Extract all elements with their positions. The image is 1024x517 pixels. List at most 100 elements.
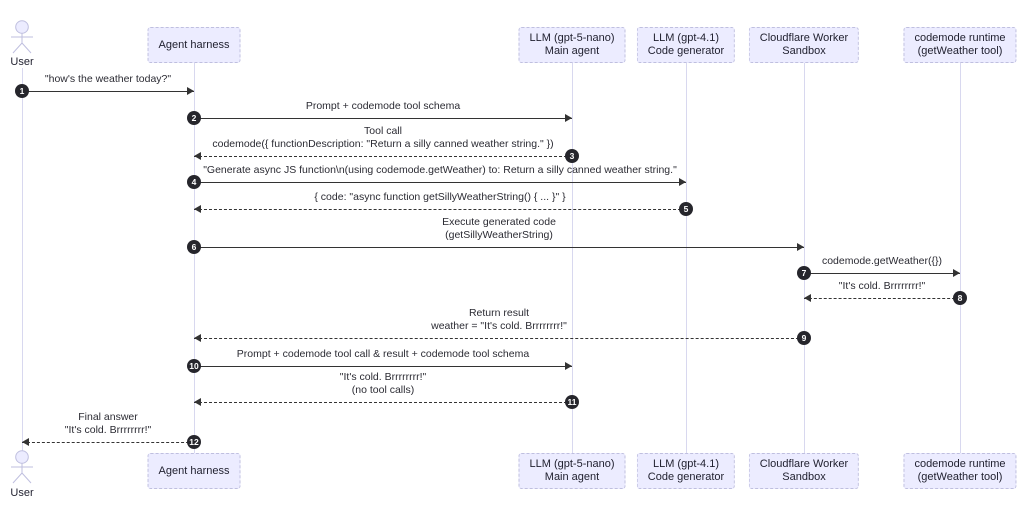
participant-label-line1: codemode runtime bbox=[914, 32, 1006, 44]
message-9-number-badge: 9 bbox=[797, 331, 811, 345]
participant-label-line1: codemode runtime bbox=[914, 458, 1006, 470]
lifeline-llm-code-generator bbox=[686, 63, 687, 453]
message-9-arrowhead bbox=[194, 334, 201, 342]
participant-label: Agent harness bbox=[158, 464, 230, 477]
participant-label-line1: LLM (gpt-4.1) bbox=[652, 458, 720, 470]
participant-codemode-runtime-top: codemode runtime (getWeather tool) bbox=[903, 27, 1017, 63]
message-7-arrow-line bbox=[804, 273, 960, 274]
participant-label-line1: LLM (gpt-4.1) bbox=[652, 32, 720, 44]
participant-cloudflare-worker-bottom: Cloudflare Worker Sandbox bbox=[748, 453, 860, 489]
message-6-arrowhead bbox=[797, 243, 804, 251]
message-7-label: codemode.getWeather({}) bbox=[822, 255, 942, 268]
participant-llm-code-generator-top: LLM (gpt-4.1) Code generator bbox=[636, 27, 736, 63]
message-7-label-line1: codemode.getWeather({}) bbox=[821, 255, 943, 267]
participant-agent-harness-bottom: Agent harness bbox=[147, 453, 241, 489]
actor-label-user-top: User bbox=[10, 56, 34, 68]
message-6-number-badge: 6 bbox=[187, 240, 201, 254]
message-8-arrowhead bbox=[804, 294, 811, 302]
message-6-label: Execute generated code (getSillyWeatherS… bbox=[442, 216, 556, 241]
message-12-arrow-line bbox=[22, 442, 194, 443]
message-5-label: { code: "async function getSillyWeatherS… bbox=[314, 191, 565, 204]
message-8-number-badge: 8 bbox=[953, 291, 967, 305]
participant-label-line2: (getWeather tool) bbox=[917, 471, 1003, 483]
participant-label-line2: Sandbox bbox=[782, 471, 826, 483]
message-12-number-badge: 12 bbox=[187, 435, 201, 449]
message-3-number-badge: 3 bbox=[565, 149, 579, 163]
message-3-arrow-line bbox=[194, 156, 572, 157]
participant-codemode-runtime-bottom: codemode runtime (getWeather tool) bbox=[903, 453, 1017, 489]
message-7-arrowhead bbox=[953, 269, 960, 277]
message-2-arrow-line bbox=[194, 118, 572, 119]
participant-llm-code-generator-bottom: LLM (gpt-4.1) Code generator bbox=[636, 453, 736, 489]
message-3-label-line1: Tool call bbox=[364, 125, 402, 137]
participant-llm-main-agent-top: LLM (gpt-5-nano) Main agent bbox=[518, 27, 626, 63]
message-9-label: Return result weather = "It's cold. Brrr… bbox=[431, 307, 567, 332]
message-2-arrowhead bbox=[565, 114, 572, 122]
message-4-arrowhead bbox=[679, 178, 686, 186]
message-11-arrow-line bbox=[194, 402, 572, 403]
participant-label-line2: Code generator bbox=[647, 45, 725, 57]
message-5-arrow-line bbox=[194, 209, 686, 210]
participant-label-line1: LLM (gpt-5-nano) bbox=[529, 32, 615, 44]
lifeline-user bbox=[22, 68, 23, 452]
participant-agent-harness-top: Agent harness bbox=[147, 27, 241, 63]
message-11-arrowhead bbox=[194, 398, 201, 406]
message-8-arrow-line bbox=[804, 298, 960, 299]
lifeline-cloudflare-worker bbox=[804, 63, 805, 453]
message-11-label-line1: "It's cold. Brrrrrrrr!" bbox=[339, 371, 427, 383]
message-11-label-line2: (no tool calls) bbox=[351, 383, 415, 396]
message-3-label: Tool call codemode({ functionDescription… bbox=[212, 125, 553, 150]
message-2-label-line1: Prompt + codemode tool schema bbox=[305, 100, 461, 112]
message-10-arrow-line bbox=[194, 366, 572, 367]
message-5-number-badge: 5 bbox=[679, 202, 693, 216]
message-4-label-line1: "Generate async JS function\n(using code… bbox=[203, 164, 677, 176]
participant-llm-main-agent-bottom: LLM (gpt-5-nano) Main agent bbox=[518, 453, 626, 489]
participant-label-line1: LLM (gpt-5-nano) bbox=[529, 458, 615, 470]
participant-cloudflare-worker-top: Cloudflare Worker Sandbox bbox=[748, 27, 860, 63]
message-10-arrowhead bbox=[565, 362, 572, 370]
lifeline-llm-main-agent bbox=[572, 63, 573, 453]
user-actor-icon bbox=[11, 20, 33, 54]
message-9-arrow-line bbox=[194, 338, 804, 339]
participant-label-line2: Sandbox bbox=[782, 45, 826, 57]
participant-label: Agent harness bbox=[158, 38, 230, 51]
message-4-number-badge: 4 bbox=[187, 175, 201, 189]
participant-label-line1: Cloudflare Worker bbox=[759, 458, 849, 470]
participant-label-line2: (getWeather tool) bbox=[917, 45, 1003, 57]
message-12-label: Final answer "It's cold. Brrrrrrrr!" bbox=[65, 411, 151, 436]
message-2-number-badge: 2 bbox=[187, 111, 201, 125]
participant-label-line2: Code generator bbox=[647, 471, 725, 483]
message-8-label-line1: "It's cold. Brrrrrrrr!" bbox=[838, 280, 926, 292]
message-12-arrowhead bbox=[22, 438, 29, 446]
message-6-label-line1: Execute generated code bbox=[442, 216, 556, 228]
message-5-label-line1: { code: "async function getSillyWeatherS… bbox=[314, 191, 566, 203]
message-3-label-line2: codemode({ functionDescription: "Return … bbox=[212, 137, 554, 150]
message-5-arrowhead bbox=[194, 205, 201, 213]
message-11-number-badge: 11 bbox=[565, 395, 579, 409]
message-2-label: Prompt + codemode tool schema bbox=[306, 100, 460, 113]
message-1-label: "how's the weather today?" bbox=[45, 73, 171, 86]
message-1-label-line1: "how's the weather today?" bbox=[44, 73, 172, 85]
message-10-label: Prompt + codemode tool call & result + c… bbox=[237, 348, 529, 361]
message-3-arrowhead bbox=[194, 152, 201, 160]
lifeline-agent-harness bbox=[194, 63, 195, 453]
message-8-label: "It's cold. Brrrrrrrr!" bbox=[839, 280, 925, 293]
message-10-number-badge: 10 bbox=[187, 359, 201, 373]
participant-label-line2: Main agent bbox=[544, 471, 600, 483]
message-7-number-badge: 7 bbox=[797, 266, 811, 280]
message-10-label-line1: Prompt + codemode tool call & result + c… bbox=[236, 348, 530, 360]
message-4-label: "Generate async JS function\n(using code… bbox=[203, 164, 677, 177]
message-12-label-line1: Final answer bbox=[78, 411, 138, 423]
message-11-label: "It's cold. Brrrrrrrr!" (no tool calls) bbox=[340, 371, 426, 396]
message-9-label-line2: weather = "It's cold. Brrrrrrrr!" bbox=[431, 319, 567, 332]
user-actor-icon-bottom bbox=[11, 450, 33, 484]
participant-label-line2: Main agent bbox=[544, 45, 600, 57]
message-6-label-line2: (getSillyWeatherString) bbox=[445, 228, 553, 241]
actor-label-user-bottom: User bbox=[10, 487, 34, 499]
message-1-arrow-line bbox=[22, 91, 194, 92]
message-1-arrowhead bbox=[187, 87, 194, 95]
message-12-label-line2: "It's cold. Brrrrrrrr!" bbox=[64, 423, 152, 436]
message-1-number-badge: 1 bbox=[15, 84, 29, 98]
participant-label-line1: Cloudflare Worker bbox=[759, 32, 849, 44]
